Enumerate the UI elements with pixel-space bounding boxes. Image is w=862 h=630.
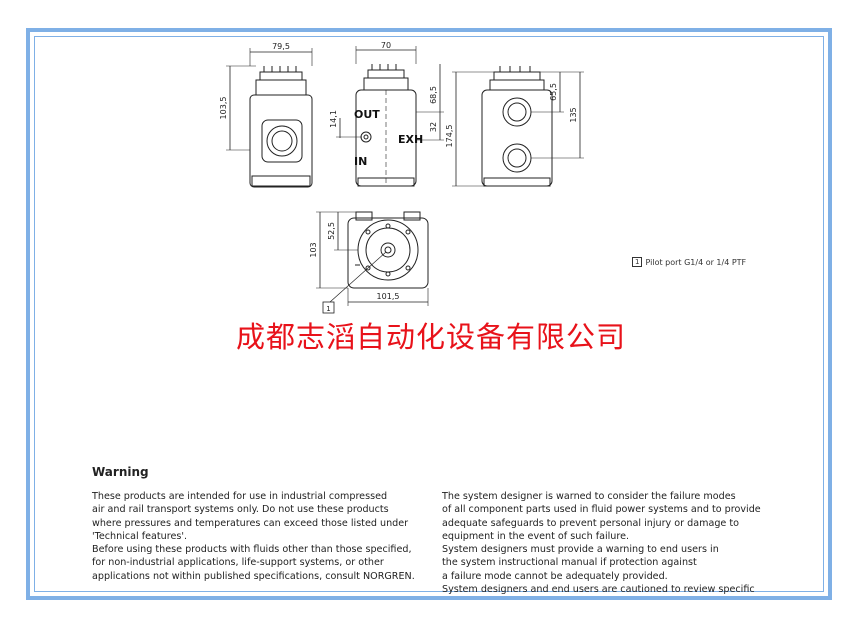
side-view-right <box>452 66 584 187</box>
warning-right-text: The system designer is warned to conside… <box>442 491 761 596</box>
top-view <box>316 211 429 314</box>
label-in: IN <box>354 155 367 168</box>
inner-frame <box>34 36 824 592</box>
dim-52-5: 52,5 <box>327 222 336 240</box>
dim-68-5: 68,5 <box>429 86 438 104</box>
label-out: OUT <box>354 108 380 121</box>
company-name: 成都志滔自动化设备有限公司 <box>235 320 626 354</box>
dim-135: 135 <box>569 107 578 122</box>
pilot-note-number: 1 <box>632 257 643 267</box>
callout-number: 1 <box>326 305 330 313</box>
label-exh: EXH <box>398 133 423 146</box>
dim-103: 103 <box>309 242 318 257</box>
dim-79-5: 79,5 <box>272 42 290 51</box>
dim-103-5: 103,5 <box>219 97 228 120</box>
warning-title: Warning <box>92 465 149 479</box>
dim-101-5: 101,5 <box>377 292 400 301</box>
dim-32: 32 <box>429 122 438 132</box>
dim-70: 70 <box>381 41 391 50</box>
warning-left-text: These products are intended for use in i… <box>92 491 415 582</box>
side-view-left <box>226 48 313 188</box>
pilot-port-note: 1 Pilot port G1/4 or 1/4 PTF <box>632 257 746 267</box>
pilot-note-text: Pilot port G1/4 or 1/4 PTF <box>645 257 747 267</box>
dim-174-5: 174,5 <box>445 125 454 148</box>
front-view-center <box>336 46 444 187</box>
outer-frame <box>26 28 832 600</box>
dim-14-1: 14,1 <box>329 110 338 128</box>
dim-65-5: 65,5 <box>549 83 558 101</box>
